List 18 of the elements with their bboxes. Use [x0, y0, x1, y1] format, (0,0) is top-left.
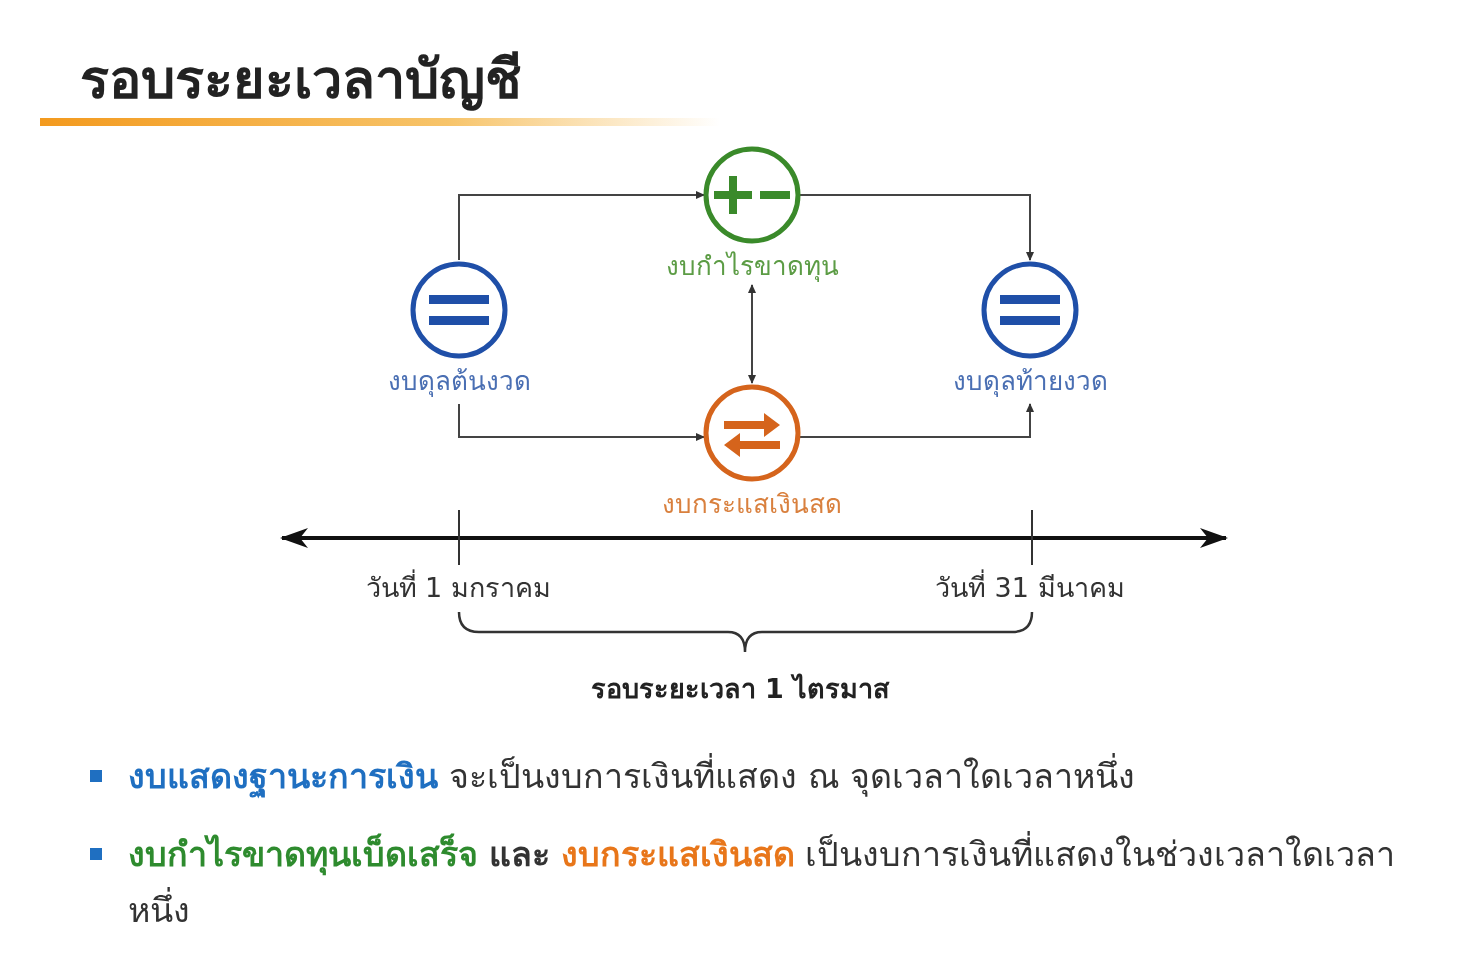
arrow — [799, 194, 1034, 261]
title: รอบระยะเวลาบัญชี — [80, 47, 522, 113]
statement-node — [387, 260, 531, 398]
arrow — [458, 403, 705, 441]
period-label: รอบระยะเวลา 1 ไตรมาส — [590, 672, 890, 706]
statement-node — [952, 260, 1108, 398]
arrow — [458, 191, 705, 261]
node-label: งบดุลท้ายงวด — [952, 365, 1108, 398]
bullet-text: งบกำไรขาดทุนเบ็ดเสร็จ และ งบกระแสเงินสด เป็นงบการเงินที่แสดงในช่วงเวลาใดเวลาหนึ่ง — [128, 826, 1428, 938]
date-label: วันที่ 1 มกราคม — [365, 566, 551, 609]
arrow — [799, 403, 1034, 438]
node-label: งบดุลต้นงวด — [387, 365, 531, 398]
date-label: วันที่ 31 มีนาคม — [935, 566, 1125, 609]
arrow — [748, 284, 756, 384]
bullet-text: งบแสดงฐานะการเงิน จะเป็นงบการเงินที่แสดง ณ จุดเวลาใดเวลาหนึ่ง — [128, 748, 1428, 804]
node-label: งบกำไรขาดทุน — [665, 250, 839, 283]
statement-node — [665, 145, 839, 283]
node-label: งบกระแสเงินสด — [662, 488, 842, 521]
